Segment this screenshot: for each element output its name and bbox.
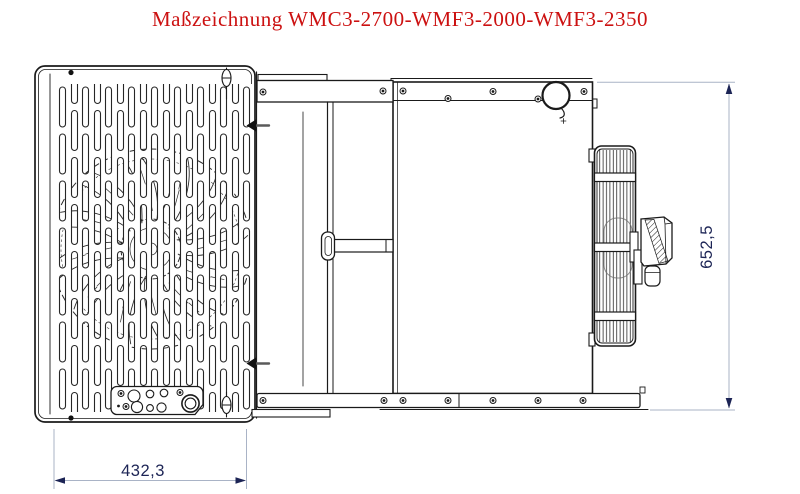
- dimension-arrow-icon: [54, 477, 65, 484]
- dimension-height: 652,5: [597, 81, 735, 411]
- fastening-pin-icon: [246, 357, 271, 370]
- screw-icon: [68, 415, 74, 421]
- dimension-arrow-icon: [235, 477, 246, 484]
- dimension-arrow-icon: [725, 398, 733, 409]
- width-dimension-label: 432,3: [121, 462, 165, 480]
- dimension-arrow-icon: [725, 83, 733, 94]
- height-dimension-label: 652,5: [698, 225, 716, 269]
- page-title: Maßzeichnung WMC3-2700-WMF3-2000-WMF3-23…: [152, 7, 648, 31]
- latch-icon: [221, 391, 232, 418]
- ventilation-grille: [57, 84, 253, 412]
- side-view: [246, 71, 673, 419]
- mounting-bracket: [246, 73, 394, 395]
- heat-exchanger-fins: [588, 145, 637, 347]
- latch-icon: [221, 67, 232, 100]
- fan-motor: [629, 216, 673, 287]
- dimension-width: 432,3: [53, 429, 247, 489]
- bottom-rail: [251, 386, 649, 418]
- connector-panel: [110, 385, 204, 416]
- filler-cap-icon: [541, 80, 571, 124]
- screw-icon: [68, 69, 74, 76]
- side-main-body: [390, 78, 598, 395]
- fastening-pin-icon: [246, 119, 271, 132]
- handle-rod: [320, 231, 394, 261]
- front-view: [34, 65, 256, 423]
